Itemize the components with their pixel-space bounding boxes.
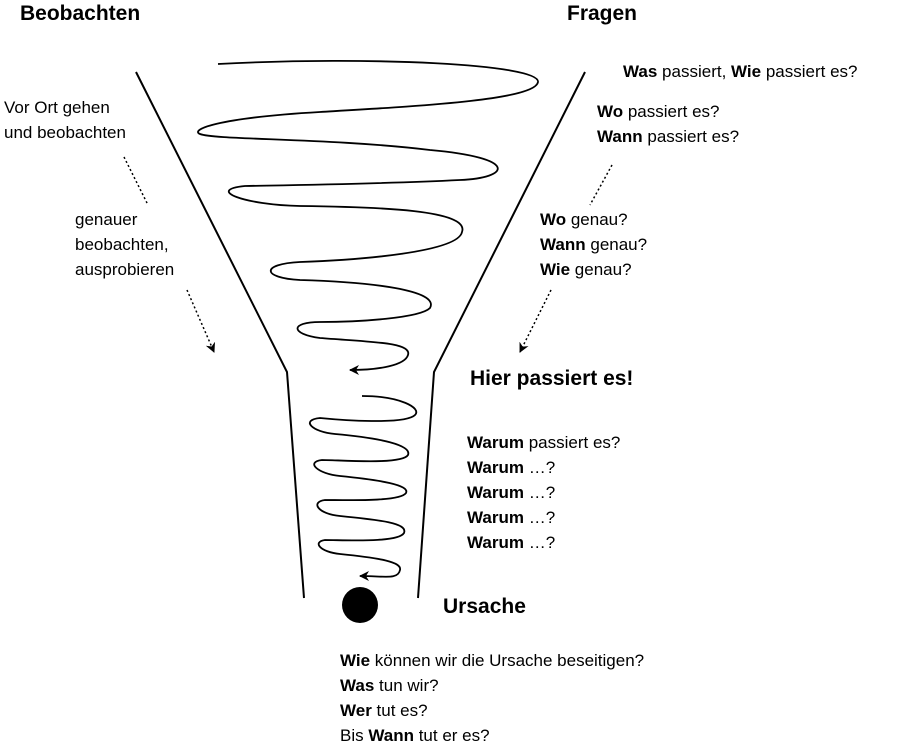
question-line: Wie genau? xyxy=(540,257,647,282)
left-note-line: und beobachten xyxy=(4,123,126,142)
question-keyword: Wann xyxy=(597,127,643,146)
action-line: Bis Wann tut er es? xyxy=(340,723,644,748)
question-keyword: Wo xyxy=(540,210,567,229)
action-text: können wir die Ursache beseitigen? xyxy=(370,651,645,670)
question-text: passiert es? xyxy=(761,62,858,81)
action-text: tun wir? xyxy=(374,676,439,695)
left-note-line: ausprobieren xyxy=(75,260,175,279)
why-line: Warum passiert es? xyxy=(467,430,620,455)
action-line: Was tun wir? xyxy=(340,673,644,698)
why-keyword: Warum xyxy=(467,458,524,477)
action-line: Wie können wir die Ursache beseitigen? xyxy=(340,648,644,673)
heading-ask: Fragen xyxy=(567,2,638,25)
question-keyword: Wie xyxy=(731,62,762,81)
why-line: Warum …? xyxy=(467,530,620,555)
question-line: Wann passiert es? xyxy=(597,124,739,149)
left-dotted-arrow xyxy=(186,289,215,353)
funnel-left-edge xyxy=(135,71,305,599)
root-cause-dot xyxy=(342,587,378,623)
why-text: …? xyxy=(524,458,556,477)
question-keyword: Was xyxy=(623,62,658,81)
upper-spiral xyxy=(197,59,539,375)
question-keyword: Wie xyxy=(540,260,571,279)
action-questions: Wie können wir die Ursache beseitigen? W… xyxy=(340,648,644,748)
left-note-step1: Vor Ort gehen und beobachten xyxy=(4,95,126,145)
why-text: …? xyxy=(524,508,556,527)
right-dotted-arrow xyxy=(519,289,552,353)
why-line: Warum …? xyxy=(467,505,620,530)
why-line: Warum …? xyxy=(467,455,620,480)
left-note-step2: genauer beobachten, ausprobieren xyxy=(75,207,174,282)
action-keyword: Wie xyxy=(340,651,371,670)
question-keyword: Wo xyxy=(597,102,624,121)
action-keyword: Wer xyxy=(340,701,372,720)
question-text: passiert es? xyxy=(642,127,740,146)
question-group-2: Wo passiert es? Wann passiert es? xyxy=(597,99,739,149)
why-keyword: Warum xyxy=(467,508,524,527)
right-dotted-connector xyxy=(589,164,613,206)
heading-observe: Beobachten xyxy=(20,2,141,25)
why-keyword: Warum xyxy=(467,533,524,552)
question-line: Wo passiert es? xyxy=(597,99,739,124)
action-text: tut er es? xyxy=(413,726,490,745)
left-note-line: genauer xyxy=(75,210,138,229)
heading-cause: Ursache xyxy=(443,595,526,618)
action-keyword: Wann xyxy=(368,726,414,745)
lower-spiral xyxy=(308,395,418,582)
funnel-right-edge xyxy=(417,71,586,599)
left-note-line: Vor Ort gehen xyxy=(4,98,110,117)
question-text: passiert es? xyxy=(623,102,720,121)
question-text: genau? xyxy=(570,260,632,279)
why-text: …? xyxy=(524,483,556,502)
left-dotted-connector xyxy=(123,156,149,206)
action-text: tut es? xyxy=(371,701,428,720)
question-text: passiert, xyxy=(657,62,732,81)
question-group-3: Wo genau? Wann genau? Wie genau? xyxy=(540,207,647,282)
question-text: genau? xyxy=(566,210,628,229)
why-keyword: Warum xyxy=(467,433,524,452)
why-keyword: Warum xyxy=(467,483,524,502)
left-note-line: beobachten, xyxy=(75,235,169,254)
why-text: passiert es? xyxy=(524,433,621,452)
question-line: Wann genau? xyxy=(540,232,647,257)
why-text: …? xyxy=(524,533,556,552)
question-line: Wo genau? xyxy=(540,207,647,232)
heading-here: Hier passiert es! xyxy=(470,367,634,390)
question-text: genau? xyxy=(585,235,648,254)
action-keyword: Was xyxy=(340,676,375,695)
why-questions: Warum passiert es? Warum …? Warum …? War… xyxy=(467,430,620,555)
action-text: Bis xyxy=(340,726,369,745)
question-keyword: Wann xyxy=(540,235,586,254)
question-line: Was passiert, Wie passiert es? xyxy=(623,59,858,84)
action-line: Wer tut es? xyxy=(340,698,644,723)
why-line: Warum …? xyxy=(467,480,620,505)
question-group-1: Was passiert, Wie passiert es? xyxy=(623,59,858,84)
